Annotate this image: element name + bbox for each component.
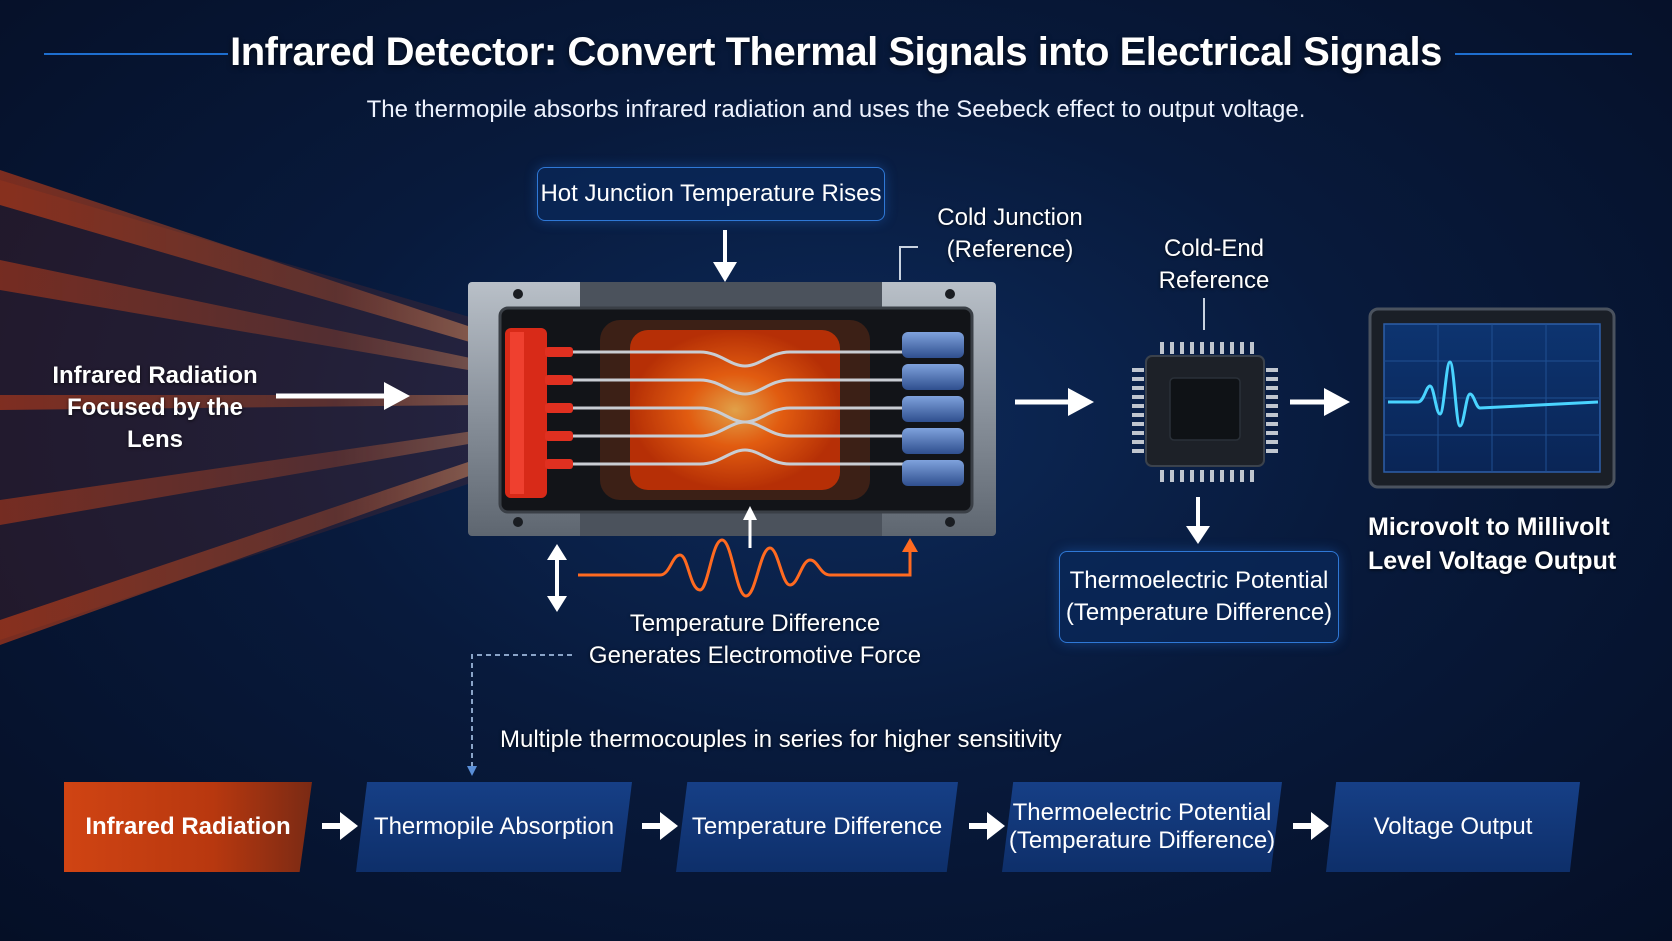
thermoelectric-potential-box: Thermoelectric Potential (Temperature Di… xyxy=(1059,551,1339,643)
infrared-beams xyxy=(0,170,480,645)
infrared-label: Infrared Radiation Focused by the Lens xyxy=(40,360,270,456)
flow-step-temperature-difference: Temperature Difference xyxy=(676,782,958,872)
temp-diff-line1: Temperature Difference xyxy=(629,610,881,637)
page-subtitle: The thermopile absorbs infrared radiatio… xyxy=(366,96,1306,123)
thermo-potential-line1: Thermoelectric Potential xyxy=(1069,567,1329,594)
flow-arrows xyxy=(322,812,1329,840)
hot-junction-label: Hot Junction Temperature Rises xyxy=(540,180,882,207)
chip xyxy=(1132,298,1278,482)
flow-step-thermoelectric-potential: Thermoelectric Potential (Temperature Di… xyxy=(1002,782,1282,872)
hot-junction-box: Hot Junction Temperature Rises xyxy=(537,167,885,221)
cold-end-line1: Cold-End xyxy=(1163,235,1265,262)
cold-junction-line1: Cold Junction xyxy=(937,204,1083,231)
output-line2: Level Voltage Output xyxy=(1368,547,1617,575)
flow-step-label: Infrared Radiation xyxy=(85,813,291,840)
infrared-label-line2: Focused by the Lens xyxy=(66,394,244,453)
infrared-label-line1: Infrared Radiation xyxy=(52,362,258,389)
temp-diff-line2: Generates Electromotive Force xyxy=(588,642,922,669)
flow-step-label-line2: (Temperature Difference) xyxy=(1008,827,1276,854)
oscilloscope-monitor xyxy=(1368,307,1616,489)
flow-step-label: Thermopile Absorption xyxy=(373,813,615,840)
flow-step-thermopile-absorption: Thermopile Absorption xyxy=(356,782,632,872)
cold-junction-label: Cold Junction (Reference) xyxy=(930,202,1090,266)
cold-junction-line2: (Reference) xyxy=(946,236,1074,263)
flow-step-voltage-output: Voltage Output xyxy=(1326,782,1580,872)
thermopile-device xyxy=(468,282,996,536)
voltage-output-label: Microvolt to Millivolt Level Voltage Out… xyxy=(1368,510,1628,578)
flow-step-label: Temperature Difference xyxy=(691,813,943,840)
temperature-difference-label: Temperature Difference Generates Electro… xyxy=(585,608,925,672)
flow-step-infrared-radiation: Infrared Radiation xyxy=(64,782,312,872)
thermo-potential-line2: (Temperature Difference) xyxy=(1065,599,1333,626)
flow-step-label: Voltage Output xyxy=(1373,813,1533,840)
flow-step-label-line1: Thermoelectric Potential xyxy=(1012,799,1272,826)
page-title: Infrared Detector: Convert Thermal Signa… xyxy=(230,30,1442,74)
output-line1: Microvolt to Millivolt xyxy=(1368,513,1610,541)
cold-end-reference-label: Cold-End Reference xyxy=(1134,233,1294,297)
cold-end-line2: Reference xyxy=(1158,267,1270,294)
series-note: Multiple thermocouples in series for hig… xyxy=(500,726,1062,753)
